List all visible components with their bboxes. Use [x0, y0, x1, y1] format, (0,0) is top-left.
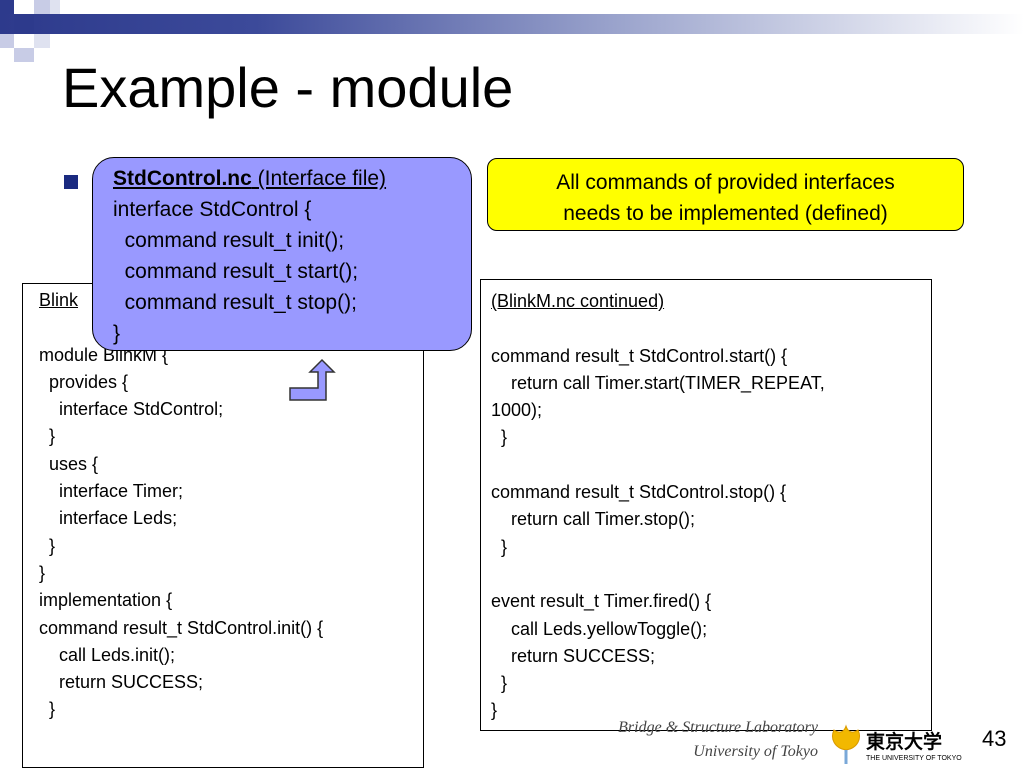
interface-line: command result_t start(); [113, 260, 359, 283]
note-callout: All commands of provided interfaces need… [487, 158, 964, 231]
code-line: } [491, 700, 498, 721]
left-code-header: Blink [39, 290, 79, 310]
code-line: } [39, 562, 46, 583]
code-line: call Leds.init(); [39, 644, 176, 665]
right-code-header: (BlinkM.nc continued) [491, 291, 665, 311]
university-logo: 東京大学 THE UNIVERSITY OF TOKYO [832, 724, 962, 764]
code-line: command result_t StdControl.start() { [491, 345, 788, 366]
bullet-marker [64, 175, 78, 189]
code-line: interface Leds; [39, 508, 178, 529]
footer-credit: Bridge & Structure Laboratory University… [618, 716, 818, 764]
deco-square [0, 34, 14, 48]
page-number: 43 [982, 726, 1007, 751]
deco-square [0, 0, 14, 14]
bent-up-arrow-icon [289, 358, 336, 401]
code-line: } [491, 427, 508, 448]
code-line: return SUCCESS; [491, 645, 656, 666]
footer-lab: Bridge & Structure Laboratory [618, 719, 818, 736]
note-text-line: needs to be implemented (defined) [563, 202, 888, 225]
code-line: provides { [39, 371, 129, 392]
footer-university: University of Tokyo [693, 743, 818, 760]
right-code-box: (BlinkM.nc continued) command result_t S… [480, 279, 932, 731]
code-line [491, 561, 931, 588]
code-line: return call Timer.stop(); [491, 509, 696, 530]
deco-square [34, 0, 50, 14]
code-line: event result_t Timer.fired() { [491, 591, 712, 612]
logo-subtext: THE UNIVERSITY OF TOKYO [866, 755, 962, 762]
ginkgo-leaf-icon [832, 724, 860, 764]
code-line: uses { [39, 453, 99, 474]
code-line: command result_t StdControl.stop() { [491, 482, 787, 503]
interface-line: command result_t init(); [113, 229, 345, 252]
code-line: interface Timer; [39, 481, 184, 502]
interface-filename: StdControl.nc [113, 167, 252, 190]
code-line: } [39, 426, 56, 447]
left-code-box: Blink module BlinkM { provides { interfa… [22, 283, 424, 768]
code-line: interface StdControl; [39, 399, 224, 420]
code-line: } [39, 699, 56, 720]
code-line: } [39, 535, 56, 556]
code-line: command result_t StdControl.init() { [39, 617, 324, 638]
code-line: return call Timer.start(TIMER_REPEAT, [491, 372, 825, 393]
interface-file-type: (Interface file) [251, 167, 387, 190]
code-line: } [491, 673, 508, 694]
header-gradient-bar [0, 14, 1024, 34]
deco-square [34, 34, 50, 48]
code-line [491, 315, 931, 342]
deco-square [50, 0, 60, 14]
note-text-line: All commands of provided interfaces [556, 171, 895, 194]
code-line: implementation { [39, 590, 173, 611]
code-line: call Leds.yellowToggle(); [491, 618, 708, 639]
logo-text: 東京大学 [866, 730, 942, 753]
code-line: } [491, 536, 508, 557]
code-line [491, 452, 931, 479]
interface-line: interface StdControl { [113, 198, 312, 221]
interface-line: command result_t stop(); [113, 291, 357, 314]
deco-square [14, 14, 34, 34]
interface-callout: StdControl.nc (Interface file) interface… [92, 157, 472, 351]
code-line: return SUCCESS; [39, 672, 204, 693]
interface-line: } [113, 322, 121, 345]
deco-square [14, 48, 34, 62]
slide-title: Example - module [62, 56, 514, 119]
code-line: 1000); [491, 400, 543, 421]
